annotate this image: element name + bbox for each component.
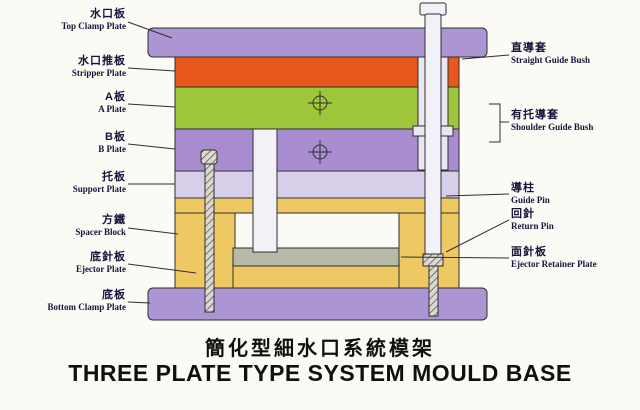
diagram-title-english: THREE PLATE TYPE SYSTEM MOULD BASE (68, 360, 572, 386)
leader-line (127, 227, 179, 235)
label-return-pin: 回針 Return Pin (511, 208, 639, 232)
support-pillar-shape (252, 128, 278, 253)
label-straight-guide-bush: 直導套 Straight Guide Bush (511, 42, 639, 66)
label-en: Stripper Plate (71, 68, 126, 78)
label-en: Ejector Plate (75, 264, 126, 274)
label-zh: 方鐵 (102, 214, 126, 226)
label-guide-pin: 導柱 Guide Pin (511, 182, 639, 206)
diagram-title-chinese: 簡化型細水口系統模架 (205, 338, 435, 360)
label-shoulder-guide-bush: 有托導套 Shoulder Guide Bush (511, 109, 639, 133)
label-en: Top Clamp Plate (61, 21, 126, 31)
label-ejector-plate: 底針板 Ejector Plate (0, 251, 126, 275)
guide-pin-head-shape (419, 2, 447, 16)
label-ejector-retainer-plate: 面針板 Ejector Retainer Plate (511, 246, 639, 270)
bracket-line (489, 103, 501, 143)
label-zh: 底針板 (90, 251, 126, 263)
label-stripper-plate: 水口推板 Stripper Plate (0, 55, 126, 79)
label-en: Spacer Block (75, 227, 126, 237)
label-zh: 托板 (102, 171, 126, 183)
label-zh: 導柱 (511, 182, 535, 194)
leader-line (127, 301, 151, 304)
label-zh: 水口板 (90, 8, 126, 20)
guide-pin-shape (424, 13, 442, 255)
label-zh: 有托導套 (511, 109, 559, 121)
leader-line (445, 193, 510, 197)
leader-line (127, 103, 176, 108)
label-zh: 水口推板 (78, 55, 126, 67)
label-b-plate: B板 B Plate (0, 131, 126, 155)
label-a-plate: A板 A Plate (0, 91, 126, 115)
label-en: Support Plate (72, 184, 126, 194)
label-zh: B板 (105, 131, 126, 143)
label-en: Bottom Clamp Plate (47, 302, 127, 312)
crosshair-icon (308, 140, 332, 164)
label-top-clamp-plate: 水口板 Top Clamp Plate (0, 8, 126, 32)
puller-bolt-head-shape (200, 149, 218, 165)
a-plate-shape (174, 86, 460, 130)
leader-line (400, 256, 510, 259)
label-en: Return Pin (511, 221, 554, 231)
stripper-plate-shape (174, 56, 460, 88)
leader-line (127, 263, 197, 274)
leader-line (461, 54, 510, 60)
label-zh: 面針板 (511, 246, 547, 258)
leader-line (445, 219, 510, 253)
return-pin-head-shape (422, 253, 444, 267)
label-bottom-clamp-plate: 底板 Bottom Clamp Plate (0, 289, 127, 313)
label-support-plate: 托板 Support Plate (0, 171, 126, 195)
crosshair-icon (308, 91, 332, 115)
label-en: B Plate (98, 144, 126, 154)
support-plate-shape (174, 170, 460, 199)
return-pin-shape (428, 265, 439, 317)
label-en: Ejector Retainer Plate (511, 259, 597, 269)
ejector-plate-shape (232, 265, 400, 289)
leader-line (127, 67, 176, 72)
label-zh: A板 (105, 91, 126, 103)
label-en: Guide Pin (511, 195, 550, 205)
label-zh: 底板 (102, 289, 126, 301)
label-en: Shoulder Guide Bush (511, 122, 594, 132)
label-zh: 直導套 (511, 42, 547, 54)
bottom-clamp-plate-shape (147, 287, 488, 321)
label-zh: 回針 (511, 208, 535, 220)
leader-line (127, 143, 176, 150)
b-plate-shape (174, 128, 460, 172)
leader-line (127, 21, 173, 39)
spacer-top-strip-shape (174, 197, 460, 214)
label-en: Straight Guide Bush (511, 55, 591, 65)
label-en: A Plate (98, 104, 126, 114)
label-spacer-block: 方鐵 Spacer Block (0, 214, 126, 238)
puller-bolt-shape (204, 163, 215, 313)
